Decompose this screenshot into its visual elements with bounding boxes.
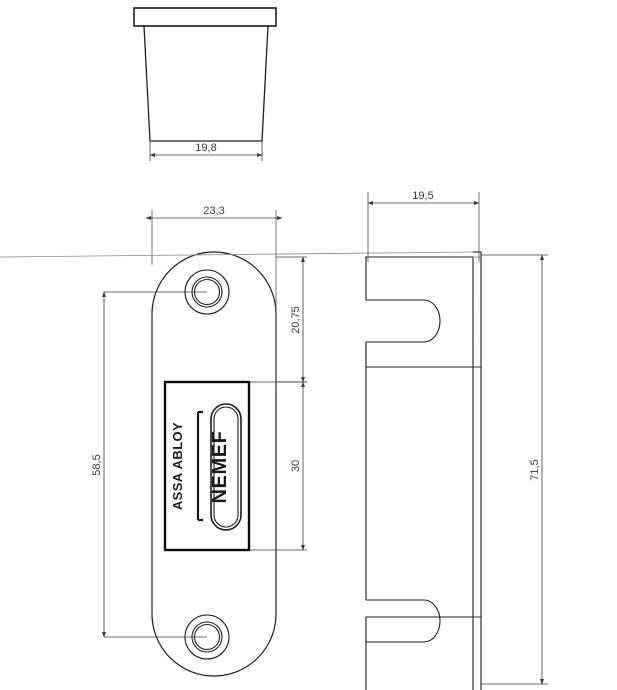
dim-label-side-height: 71,5 (529, 459, 541, 480)
front-view (104, 251, 277, 677)
top-view (133, 7, 277, 161)
side-view (0, 251, 482, 690)
logo-badge-outer (210, 403, 242, 531)
dimension-side-width (367, 192, 480, 262)
logo-plate (163, 380, 251, 552)
side-view-top-chamfer (0, 251, 474, 258)
logo-badge-inner (213, 406, 239, 528)
dim-label-plate-height: 30 (290, 460, 302, 472)
logo-group: ASSA ABLOY NEMEF (170, 403, 242, 531)
dim-label-front-width: 23,3 (203, 205, 224, 217)
front-view-outline (151, 251, 277, 677)
dim-label-side-width: 19,5 (412, 190, 433, 202)
dim-label-top-offset: 20,75 (290, 306, 302, 334)
dim-label-hole-spacing: 58,5 (91, 454, 103, 475)
dimension-plate-height (249, 381, 307, 551)
top-view-flange (133, 7, 277, 27)
dimension-side-height (481, 254, 548, 685)
side-view-upper-hook (365, 256, 474, 368)
logo-separator-bar (196, 410, 203, 522)
logo-assa-abloy-text: ASSA ABLOY (170, 422, 185, 510)
side-view-lower-hook (365, 599, 473, 643)
top-view-body (143, 25, 269, 142)
dimension-front-width (145, 210, 283, 390)
logo-nemef-text: NEMEF (209, 431, 231, 504)
dim-label-top-width: 19,8 (195, 142, 216, 154)
